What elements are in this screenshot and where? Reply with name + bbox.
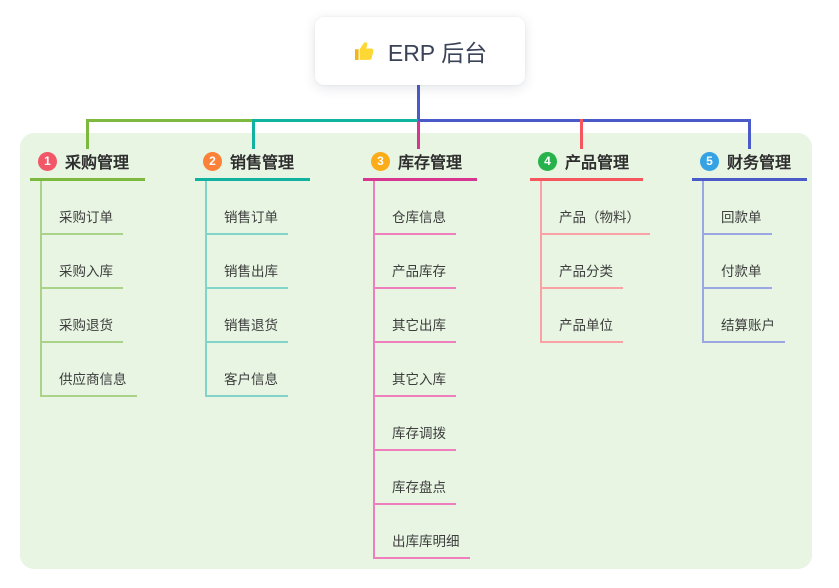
child-node-row: 销售出库 [207, 235, 310, 289]
child-node-row: 产品分类 [542, 235, 643, 289]
branch-title-label: 销售管理 [230, 155, 295, 172]
branch-number-badge: 1 [38, 151, 57, 171]
child-node[interactable]: 采购退货 [42, 314, 123, 343]
child-node-row: 库存调拨 [375, 397, 477, 451]
child-node[interactable]: 其它出库 [375, 314, 456, 343]
child-node[interactable]: 采购入库 [42, 260, 123, 289]
connector-bus-purchase [86, 119, 254, 122]
child-node[interactable]: 回款单 [704, 206, 772, 235]
branch-number-badge: 3 [371, 151, 390, 171]
branch-number-badge: 5 [700, 151, 719, 171]
child-node[interactable]: 产品分类 [542, 260, 623, 289]
child-node[interactable]: 销售退货 [207, 314, 288, 343]
child-node-row: 回款单 [704, 181, 807, 235]
child-node[interactable]: 产品库存 [375, 260, 456, 289]
child-node-row: 销售订单 [207, 181, 310, 235]
child-node-row: 仓库信息 [375, 181, 477, 235]
child-node[interactable]: 仓库信息 [375, 206, 456, 235]
branch-number-badge: 4 [538, 151, 557, 171]
branch-product: 4 产品管理产品（物料） 产品分类产品单位 [530, 149, 650, 343]
child-node[interactable]: 库存调拨 [375, 422, 456, 451]
child-node-row: 结算账户 [704, 289, 807, 343]
branch-node-finance[interactable]: 5 财务管理 [692, 149, 807, 181]
child-node-row: 采购入库 [42, 235, 145, 289]
branch-children: 采购订单采购入库采购退货供应商信息 [40, 181, 145, 397]
branch-sales: 2 销售管理销售订单销售出库销售退货客户信息 [195, 149, 310, 397]
child-node-row: 其它出库 [375, 289, 477, 343]
child-node-row: 采购退货 [42, 289, 145, 343]
connector-bus-finance [418, 119, 751, 122]
branch-children: 回款单付款单结算账户 [702, 181, 807, 343]
connector-root-stem [417, 85, 420, 121]
branch-children: 产品（物料） 产品分类产品单位 [540, 181, 650, 343]
connector-drop-finance [748, 119, 751, 149]
child-node-row: 库存盘点 [375, 451, 477, 505]
child-node-row: 供应商信息 [42, 343, 145, 397]
child-node-row: 产品单位 [542, 289, 643, 343]
branch-children: 销售订单销售出库销售退货客户信息 [205, 181, 310, 397]
branch-title-label: 产品管理 [565, 155, 630, 172]
root-title: ERP 后台 [387, 40, 488, 66]
background-panel [20, 133, 812, 569]
child-node-row: 销售退货 [207, 289, 310, 343]
child-node-row: 采购订单 [42, 181, 145, 235]
connector-drop-product [580, 119, 583, 149]
branch-node-sales[interactable]: 2 销售管理 [195, 149, 310, 181]
branch-title-label: 采购管理 [65, 155, 130, 172]
child-node[interactable]: 付款单 [704, 260, 772, 289]
child-node[interactable]: 供应商信息 [42, 368, 137, 397]
connector-drop-sales [252, 119, 255, 149]
child-node[interactable]: 结算账户 [704, 314, 785, 343]
child-node[interactable]: 其它入库 [375, 368, 456, 397]
child-node[interactable]: 产品（物料） [542, 206, 650, 235]
child-node[interactable]: 库存盘点 [375, 476, 456, 505]
connector-drop-inventory [417, 121, 420, 149]
child-node-row: 产品（物料） [542, 181, 650, 235]
child-node[interactable]: 产品单位 [542, 314, 623, 343]
thumbs-up-icon [353, 39, 377, 63]
branch-node-purchase[interactable]: 1 采购管理 [30, 149, 145, 181]
child-node-row: 出库库明细 [375, 505, 477, 559]
child-node-row: 产品库存 [375, 235, 477, 289]
child-node[interactable]: 客户信息 [207, 368, 288, 397]
branch-children: 仓库信息产品库存其它出库其它入库库存调拨库存盘点出库库明细 [373, 181, 477, 559]
child-node[interactable]: 出库库明细 [375, 530, 470, 559]
child-node-row: 客户信息 [207, 343, 310, 397]
child-node-row: 付款单 [704, 235, 807, 289]
branch-title-label: 库存管理 [398, 155, 463, 172]
connector-drop-purchase [86, 119, 89, 149]
branch-title-label: 财务管理 [727, 155, 792, 172]
branch-number-badge: 2 [203, 151, 222, 171]
branch-node-inventory[interactable]: 3 库存管理 [363, 149, 477, 181]
branch-inventory: 3 库存管理仓库信息产品库存其它出库其它入库库存调拨库存盘点出库库明细 [363, 149, 477, 559]
branch-finance: 5 财务管理回款单付款单结算账户 [692, 149, 807, 343]
branch-purchase: 1 采购管理采购订单采购入库采购退货供应商信息 [30, 149, 145, 397]
child-node[interactable]: 采购订单 [42, 206, 123, 235]
child-node[interactable]: 销售订单 [207, 206, 288, 235]
branch-node-product[interactable]: 4 产品管理 [530, 149, 643, 181]
connector-bus-sales [252, 119, 419, 122]
child-node[interactable]: 销售出库 [207, 260, 288, 289]
child-node-row: 其它入库 [375, 343, 477, 397]
root-node[interactable]: ERP 后台 [315, 17, 525, 85]
